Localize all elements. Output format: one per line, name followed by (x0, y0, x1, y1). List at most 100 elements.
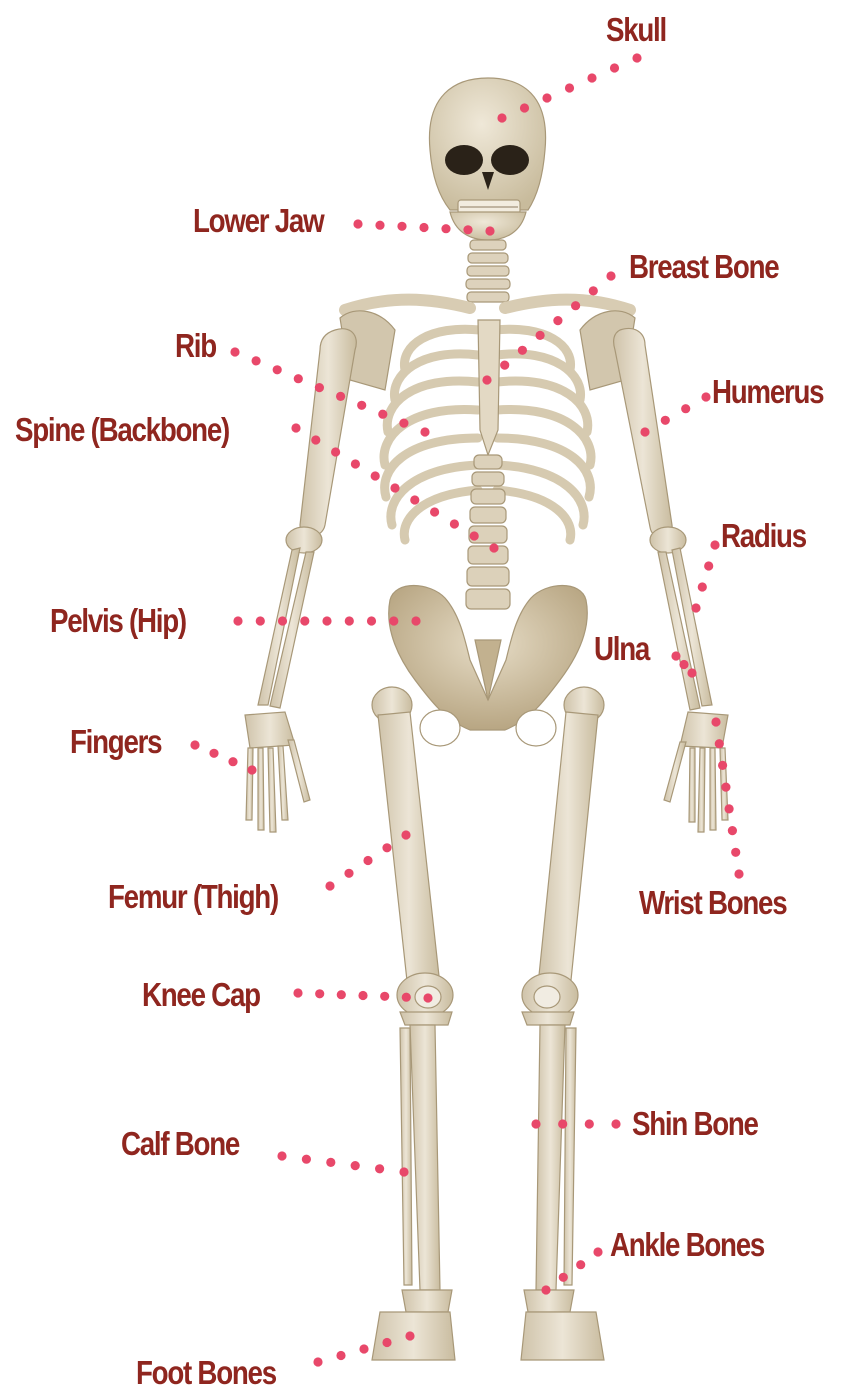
leader-dot (640, 427, 649, 436)
leader-dot (300, 616, 309, 625)
leader-dot (728, 826, 737, 835)
leader-dot (661, 416, 670, 425)
leader-dot (541, 1285, 550, 1294)
leader-dot (331, 447, 340, 456)
leader-dot (489, 543, 498, 552)
leader-dot (277, 1151, 286, 1160)
leader-dot (410, 495, 419, 504)
leader-dot (585, 1119, 594, 1128)
leader-dot (536, 331, 545, 340)
leader-dot (363, 856, 372, 865)
leader-dot (593, 1247, 602, 1256)
leader-dot (311, 435, 320, 444)
leader-dot (691, 603, 700, 612)
leader-dot (209, 749, 218, 758)
leader-dot (315, 383, 324, 392)
leader-dot (701, 392, 710, 401)
leader-dot (247, 765, 256, 774)
leader-dot (291, 423, 300, 432)
leader-dot (718, 761, 727, 770)
leader-dot (326, 1158, 335, 1167)
leader-dot (679, 660, 688, 669)
leader-dot (715, 739, 724, 748)
leader-dot (345, 616, 354, 625)
leader-dot (402, 993, 411, 1002)
label-wrist-bones: Wrist Bones (639, 886, 786, 919)
leader-dot (565, 83, 574, 92)
leader-dot (294, 374, 303, 383)
leader-dot (441, 224, 450, 233)
leader-dot (587, 73, 596, 82)
pelvis-leader (233, 616, 420, 625)
leader-dot (710, 540, 719, 549)
leader-dot (397, 222, 406, 231)
leader-dot (371, 471, 380, 480)
leader-dot (485, 226, 494, 235)
leader-dot (273, 365, 282, 374)
leader-dot (357, 401, 366, 410)
leader-dot (351, 1161, 360, 1170)
label-knee-cap: Knee Cap (142, 978, 260, 1011)
leader-dot (497, 113, 506, 122)
leader-dot (353, 219, 362, 228)
label-foot-bones: Foot Bones (136, 1356, 276, 1389)
leader-dot (542, 93, 551, 102)
label-skull: Skull (606, 13, 666, 46)
leader-dot (553, 316, 562, 325)
leader-dot (725, 804, 734, 813)
leader-dot (230, 347, 239, 356)
skull-shape (429, 78, 545, 240)
leader-dot (375, 221, 384, 230)
leader-dot (610, 63, 619, 72)
leader-dot (463, 225, 472, 234)
leader-dot (252, 356, 261, 365)
leader-dot (390, 483, 399, 492)
leader-dot (322, 616, 331, 625)
label-pelvis: Pelvis (Hip) (50, 604, 186, 637)
right-arm (614, 328, 728, 832)
leader-dot (419, 223, 428, 232)
leader-dot (336, 1351, 345, 1360)
label-humerus: Humerus (712, 375, 823, 408)
leader-dot (681, 404, 690, 413)
left-arm (245, 329, 356, 832)
leader-dot (336, 392, 345, 401)
label-lower-jaw: Lower Jaw (193, 204, 323, 237)
leader-dot (482, 375, 491, 384)
leader-dot (500, 361, 509, 370)
leader-dot (411, 616, 420, 625)
leader-dot (315, 989, 324, 998)
leader-dot (734, 869, 743, 878)
leader-dot (687, 668, 696, 677)
neck-vertebrae (466, 240, 510, 302)
leader-dot (423, 993, 432, 1002)
leader-dot (358, 991, 367, 1000)
leader-dot (302, 1155, 311, 1164)
leader-dot (401, 830, 410, 839)
leader-dot (420, 427, 429, 436)
leader-dot (359, 1344, 368, 1353)
leader-dot (378, 410, 387, 419)
leader-dot (228, 757, 237, 766)
leader-dot (399, 419, 408, 428)
leader-dot (518, 346, 527, 355)
label-ulna: Ulna (594, 632, 649, 665)
leader-dot (711, 717, 720, 726)
leader-dot (405, 1331, 414, 1340)
label-radius: Radius (721, 519, 806, 552)
leader-dot (293, 988, 302, 997)
label-shin-bone: Shin Bone (632, 1107, 758, 1140)
leader-dot (256, 616, 265, 625)
fingers-leader (190, 740, 256, 774)
right-leg (521, 687, 604, 1360)
label-femur: Femur (Thigh) (108, 880, 278, 913)
leader-dot (606, 271, 615, 280)
leader-dot (399, 1167, 408, 1176)
leader-dot (382, 1338, 391, 1347)
leader-dot (721, 783, 730, 792)
leader-dot (389, 616, 398, 625)
leader-dot (344, 869, 353, 878)
label-spine: Spine (Backbone) (15, 413, 229, 446)
left-leg (372, 687, 455, 1360)
